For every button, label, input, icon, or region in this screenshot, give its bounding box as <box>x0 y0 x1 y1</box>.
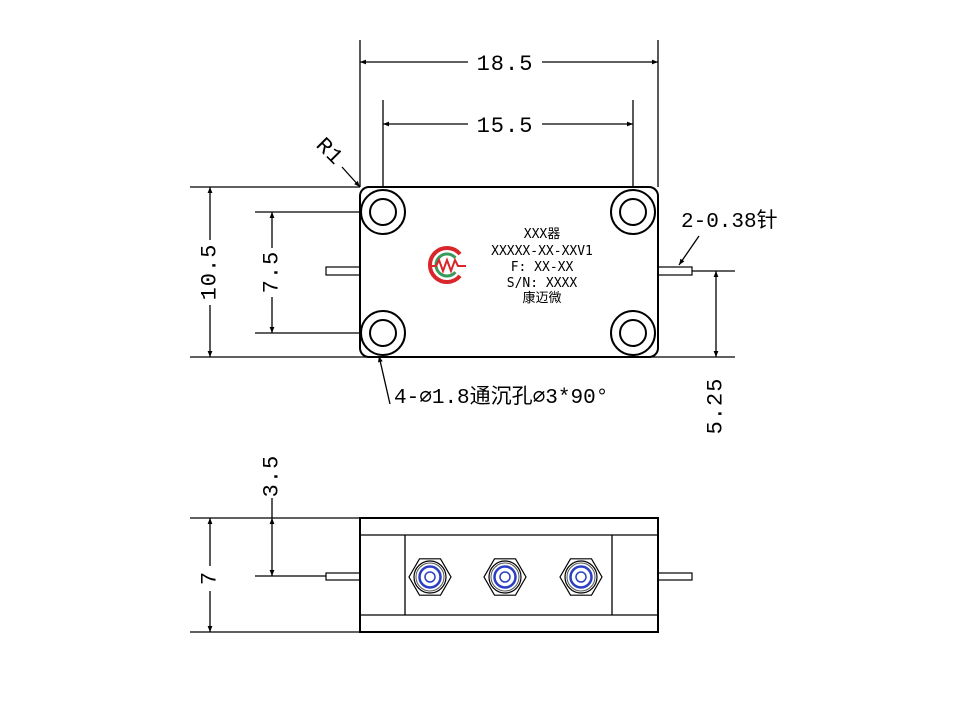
mounting-hole <box>610 189 656 235</box>
pin-right <box>657 266 693 276</box>
dim-width-text: 10.5 <box>198 244 223 301</box>
label-product-name: XXX器 <box>524 227 560 242</box>
mounting-hole <box>360 310 406 356</box>
company-logo <box>428 246 466 284</box>
connector-nut <box>483 558 527 596</box>
dim-pin-height-text: 3.5 <box>260 455 285 498</box>
leader-line <box>678 235 700 266</box>
mounting-hole <box>610 310 656 356</box>
leader-line <box>341 166 361 188</box>
mounting-hole <box>360 189 406 235</box>
pin-left <box>325 572 361 581</box>
pin-note-text: 2-0.38针 <box>681 209 778 234</box>
connector-nut <box>559 558 603 596</box>
label-part-number: XXXXX-XX-XXV1 <box>491 244 593 259</box>
corner-radius-text: R1 <box>310 133 348 171</box>
dim-pin-offset-text: 5.25 <box>704 378 729 435</box>
dim-height-text: 7 <box>198 571 223 585</box>
dim-hole-pitch-x-text: 15.5 <box>477 114 534 139</box>
label-company: 康迈微 <box>522 290 561 306</box>
hole-note-text: 4-∅1.8通沉孔∅3*90° <box>394 385 608 410</box>
pin-right <box>657 572 693 581</box>
leader-line <box>378 355 391 405</box>
label-frequency: F: XX-XX <box>511 260 574 275</box>
dim-length-text: 18.5 <box>477 52 534 77</box>
top-view: 18.5 15.5 XXX器 XXX <box>190 40 778 434</box>
label-serial-number: S/N: XXXX <box>507 276 578 291</box>
dim-hole-pitch-y-text: 7.5 <box>260 251 285 294</box>
pin-left <box>325 266 361 276</box>
connector-nut <box>408 558 452 596</box>
side-view: 7 3.5 <box>190 455 693 633</box>
